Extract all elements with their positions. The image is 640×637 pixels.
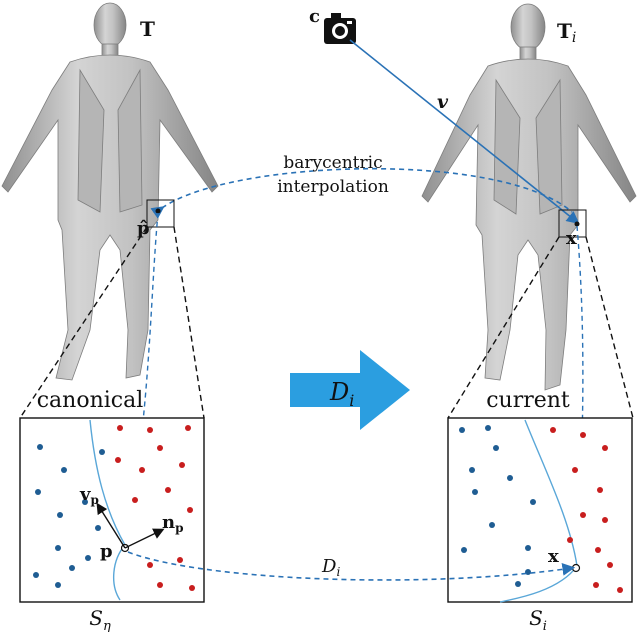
p-hat-label: p̂ bbox=[137, 218, 150, 239]
s-i-label: Si bbox=[529, 606, 547, 632]
v-p-vector bbox=[96, 502, 126, 549]
x-top-label: x bbox=[566, 228, 577, 249]
camera-label: c bbox=[309, 6, 320, 27]
interpolation-label-line1: barycentric bbox=[283, 153, 382, 173]
x-bottom-label: x bbox=[548, 546, 559, 567]
canonical-surface-curve bbox=[89, 419, 126, 601]
s-eta-label: Sη bbox=[89, 606, 111, 632]
view-ray bbox=[349, 39, 580, 225]
camera-icon bbox=[324, 13, 356, 44]
current-point-x bbox=[571, 563, 581, 573]
canonical-mesh-figure bbox=[1, 2, 219, 381]
canonical-red-points bbox=[115, 425, 195, 591]
zoom-connectors bbox=[19, 226, 634, 419]
n-p-vector bbox=[124, 528, 165, 549]
v-p-label: vp bbox=[79, 484, 99, 507]
deformation-label: Di bbox=[329, 378, 354, 410]
deformation-arrow: Di bbox=[290, 350, 410, 430]
view-direction-label: v bbox=[437, 91, 449, 113]
canonical-zoom-panel bbox=[19, 417, 205, 603]
current-surface-curve bbox=[499, 419, 578, 603]
bottom-deformation-dashed bbox=[127, 551, 576, 581]
interpolation-arc bbox=[150, 167, 573, 219]
current-label: current bbox=[486, 388, 570, 413]
canonical-label: canonical bbox=[37, 388, 144, 413]
canonical-zoom-box bbox=[146, 199, 175, 228]
current-mesh-figure bbox=[421, 3, 637, 391]
current-point-marker bbox=[574, 221, 580, 227]
current-mesh-label: Ti bbox=[557, 19, 576, 46]
canonical-blue-points bbox=[33, 444, 105, 588]
current-red-points bbox=[550, 427, 623, 593]
canonical-point-marker bbox=[155, 208, 161, 214]
p-label: p bbox=[100, 541, 113, 562]
current-zoom-box bbox=[558, 209, 587, 238]
canonical-vertical-dashed bbox=[124, 212, 159, 546]
interpolation-label-line2: interpolation bbox=[277, 177, 389, 197]
current-vertical-dashed bbox=[575, 225, 584, 566]
n-p-label: np bbox=[162, 512, 183, 535]
canonical-mesh-label: T bbox=[140, 17, 155, 41]
bottom-deformation-label: Di bbox=[321, 556, 340, 579]
current-blue-points bbox=[459, 425, 536, 587]
